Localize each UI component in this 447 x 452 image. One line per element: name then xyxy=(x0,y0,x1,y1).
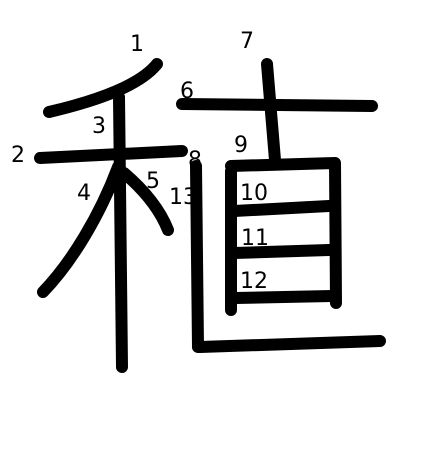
stroke-12 xyxy=(228,244,335,259)
stroke-6 xyxy=(176,98,378,112)
stroke-label-5: 5 xyxy=(146,169,160,194)
stroke-label-13: 13 xyxy=(169,185,197,210)
stroke-label-12: 12 xyxy=(240,269,268,294)
stroke-label-10: 10 xyxy=(240,181,268,206)
stroke-bottom xyxy=(194,335,386,353)
stroke-label-3: 3 xyxy=(92,114,106,139)
stroke-label-7: 7 xyxy=(240,29,254,54)
stroke-7 xyxy=(261,58,281,166)
stroke-label-8: 8 xyxy=(188,148,202,173)
stroke-label-11: 11 xyxy=(241,226,269,251)
stroke-11 xyxy=(228,200,335,217)
stroke-label-2: 2 xyxy=(11,143,25,168)
stroke-13 xyxy=(230,290,338,304)
stroke-8 xyxy=(190,160,204,353)
stroke-3 xyxy=(113,91,128,373)
stroke-5 xyxy=(118,167,174,236)
stroke-label-4: 4 xyxy=(77,181,91,206)
stroke-label-6: 6 xyxy=(180,79,194,104)
stroke-label-9: 9 xyxy=(234,133,248,158)
stroke-1 xyxy=(43,58,163,118)
stroke-4 xyxy=(37,161,124,298)
stroke-10 xyxy=(225,157,342,309)
stroke-2 xyxy=(34,145,188,164)
stroke-label-1: 1 xyxy=(130,32,144,57)
